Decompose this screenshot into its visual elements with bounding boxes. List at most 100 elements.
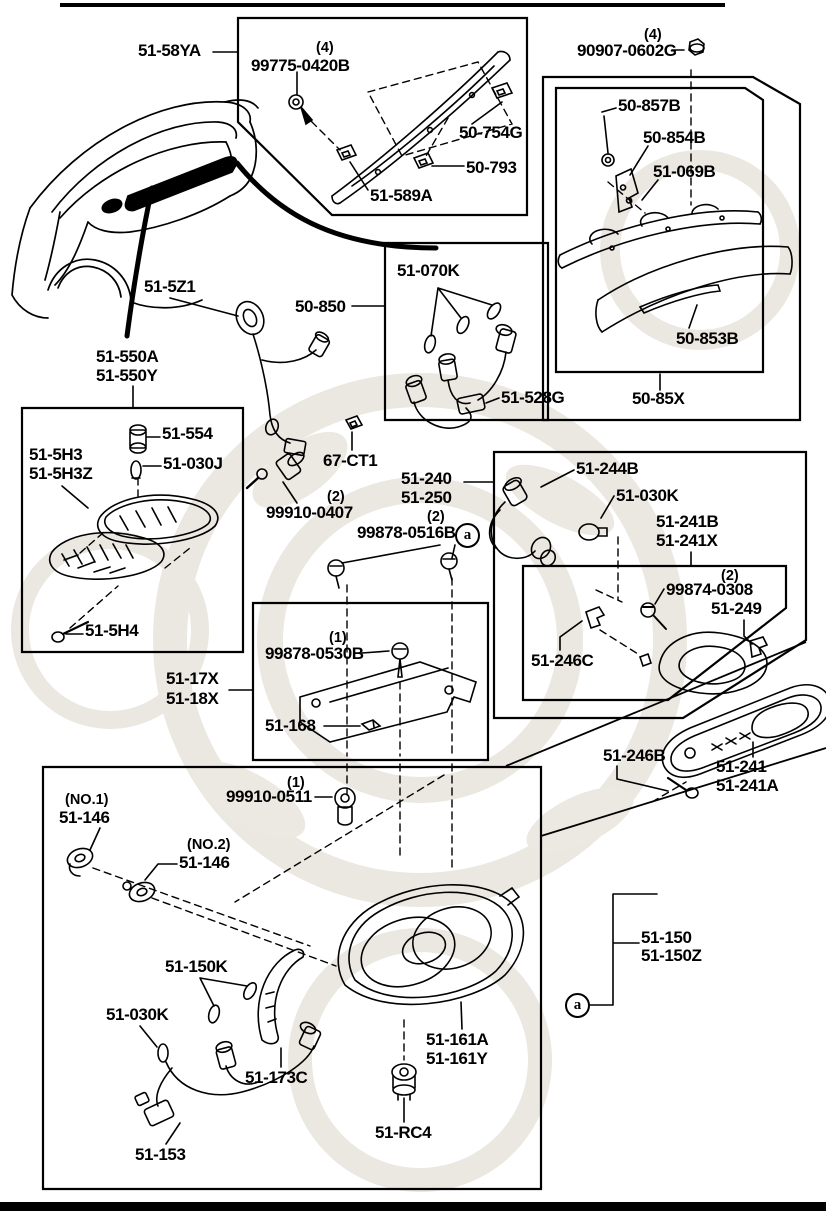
clip-51-589A	[335, 144, 358, 161]
label-51-250: 51-250	[401, 488, 452, 507]
spoiler-drawing	[288, 50, 514, 205]
qty-no2: (NO.2)	[187, 837, 231, 853]
washer-50-857B	[601, 153, 615, 167]
label-51-146-no1: 51-146	[59, 808, 110, 827]
qty-90907: (4)	[644, 27, 662, 43]
qty-99874: (2)	[721, 568, 739, 584]
lens-51-150	[337, 883, 525, 1006]
label-51-550A: 51-550A	[96, 347, 159, 366]
label-51-249: 51-249	[711, 599, 762, 618]
clip-51-168	[360, 719, 382, 731]
label-51-589A: 51-589A	[370, 186, 433, 205]
label-50-793: 50-793	[466, 158, 517, 177]
label-51-168: 51-168	[265, 716, 316, 735]
plate-51-17X	[299, 661, 477, 743]
label-50-754G: 50-754G	[459, 123, 523, 142]
label-50-854B: 50-854B	[643, 128, 706, 147]
box-license-bracket	[251, 601, 490, 762]
label-99874-0308: 99874-0308	[666, 580, 753, 599]
label-51-241: 51-241	[716, 757, 767, 776]
marker-lamp-body	[658, 631, 768, 695]
license-bracket-drawing	[299, 552, 477, 873]
qty-99910-0511: (1)	[287, 775, 305, 791]
label-51-17X: 51-17X	[166, 669, 219, 688]
grommet-51-146-no2	[128, 881, 156, 903]
label-51-150K: 51-150K	[165, 957, 228, 976]
label-90907-0602G: 90907-0602G	[577, 41, 677, 60]
garnish-50-853B	[597, 245, 789, 301]
harness-51-5Z1-drawing	[235, 300, 364, 490]
label-99910-0407: 99910-0407	[266, 503, 353, 522]
qty-99878-0516B: (2)	[427, 509, 445, 525]
label-51-5Z1: 51-5Z1	[144, 277, 196, 296]
label-51-244B: 51-244B	[576, 459, 639, 478]
label-51-RC4: 51-RC4	[375, 1123, 432, 1142]
grommet-51-146-no1	[66, 847, 94, 869]
label-51-161A: 51-161A	[426, 1030, 489, 1049]
label-50-853B: 50-853B	[676, 329, 739, 348]
label-51-550Y: 51-550Y	[96, 366, 158, 385]
label-51-150: 51-150	[641, 928, 692, 947]
label-51-246B: 51-246B	[603, 746, 666, 765]
label-50-857B: 50-857B	[618, 96, 681, 115]
label-51-246C: 51-246C	[531, 651, 594, 670]
bottom-rule	[0, 1202, 826, 1211]
rear-lamp-drawing	[66, 774, 525, 1127]
screw-51-5H4	[51, 631, 65, 643]
screw-51-246B	[685, 787, 699, 799]
garnish-51-241	[661, 684, 826, 779]
label-51-069B: 51-069B	[653, 162, 716, 181]
label-99775-0420B: 99775-0420B	[251, 56, 350, 75]
label-51-241B: 51-241B	[656, 512, 719, 531]
top-rule	[60, 3, 725, 7]
label-51-070K: 51-070K	[397, 261, 460, 280]
label-51-528G: 51-528G	[501, 388, 565, 407]
label-99910-0511: 99910-0511	[226, 787, 312, 806]
label-99878-0516B: 99878-0516B	[357, 523, 456, 542]
socket-99910-0407	[275, 453, 302, 481]
label-99878-0530B: 99878-0530B	[265, 644, 364, 663]
label-67-CT1: 67-CT1	[323, 451, 378, 470]
callout-a-bottom: a	[565, 993, 590, 1018]
label-51-241X: 51-241X	[656, 531, 718, 550]
qty-99910-0407: (2)	[327, 489, 345, 505]
label-51-150Z: 51-150Z	[641, 946, 702, 965]
label-51-5H4: 51-5H4	[85, 621, 139, 640]
callout-a-top: a	[455, 523, 480, 548]
box-side-marker	[521, 564, 788, 702]
watermark-emblem	[11, 150, 800, 1192]
label-51-5H3Z: 51-5H3Z	[29, 464, 93, 483]
nut-90907	[688, 38, 705, 56]
label-50-85X: 50-85X	[632, 389, 685, 408]
connector-51-153	[143, 1099, 175, 1127]
strip-51-173C	[257, 948, 305, 1045]
clip-50-793	[412, 152, 435, 169]
label-50-850: 50-850	[295, 297, 346, 316]
box-high-mount-lamp	[20, 406, 245, 654]
box-rear-finisher-inner	[554, 86, 765, 374]
harness-50-850-drawing	[405, 287, 517, 429]
box-rear-finisher-outer	[541, 75, 802, 422]
screw-99874	[640, 602, 656, 618]
label-51-58YA: 51-58YA	[138, 41, 201, 60]
label-51-030J: 51-030J	[163, 454, 223, 473]
grommet-51-RC4	[391, 1063, 417, 1081]
clip-51-246C	[585, 606, 606, 630]
box-rear-lamp-assy	[492, 450, 808, 720]
label-51-173C: 51-173C	[245, 1068, 308, 1087]
label-51-146-no2: 51-146	[179, 853, 230, 872]
label-51-241A: 51-241A	[716, 776, 779, 795]
box-harness-50-850	[383, 241, 550, 422]
clip-50-754G	[490, 82, 514, 99]
label-51-030K-right: 51-030K	[616, 486, 679, 505]
leader-lines	[61, 49, 754, 1145]
high-mount-lamp-drawing	[48, 424, 219, 643]
clip-67-CT1	[344, 415, 364, 430]
label-51-5H3: 51-5H3	[29, 445, 83, 464]
qty-99775: (4)	[316, 40, 334, 56]
rear-finisher-drawing	[557, 38, 793, 333]
label-51-18X: 51-18X	[166, 689, 219, 708]
label-51-153: 51-153	[135, 1145, 186, 1164]
